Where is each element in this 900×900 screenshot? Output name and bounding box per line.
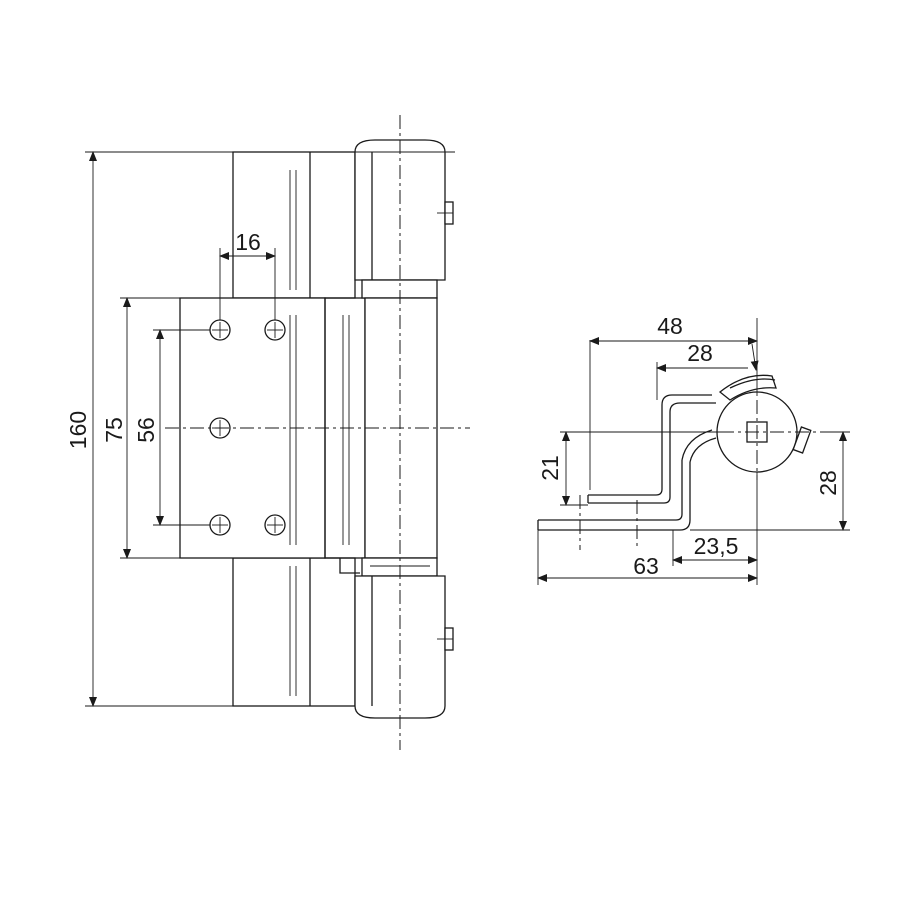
axis-offset-label: 23,5 bbox=[694, 533, 739, 559]
plate-height-label: 75 bbox=[101, 417, 127, 443]
inner-offset-label: 28 bbox=[687, 340, 713, 366]
hole-top-right bbox=[264, 319, 286, 341]
frame-leaf bbox=[538, 460, 683, 521]
hole-horizontal-label: 16 bbox=[235, 229, 261, 255]
upper-leaf bbox=[232, 151, 356, 299]
dim-axis-offset: 23,5 bbox=[672, 472, 758, 585]
front-view: 160 75 56 16 bbox=[65, 115, 470, 750]
axis-height-label: 28 bbox=[815, 470, 841, 496]
dim-leaf-height: 21 bbox=[537, 431, 720, 506]
hole-bottom-left bbox=[209, 514, 231, 536]
dim-overall-offset: 48 bbox=[589, 313, 758, 490]
dim-overall-width: 63 bbox=[537, 530, 758, 585]
set-screw-icon bbox=[792, 426, 812, 454]
total-height-label: 160 bbox=[65, 411, 91, 449]
hole-bottom-right bbox=[264, 514, 286, 536]
hinge-barrel bbox=[354, 139, 454, 719]
dim-inner-offset: 28 bbox=[656, 340, 759, 400]
dim-total-height: 160 bbox=[65, 151, 455, 707]
overall-width-label: 63 bbox=[633, 553, 659, 579]
dim-plate-height: 75 bbox=[101, 297, 180, 559]
hole-vertical-label: 56 bbox=[133, 417, 159, 443]
section-view: 48 28 21 28 23,5 63 bbox=[537, 313, 850, 585]
dim-hole-horizontal: 16 bbox=[219, 229, 276, 320]
door-leaf bbox=[588, 394, 712, 496]
dim-hole-vertical: 56 bbox=[133, 329, 210, 526]
hole-top-left bbox=[209, 319, 231, 341]
dim-axis-height: 28 bbox=[690, 431, 850, 531]
lower-leaf bbox=[232, 557, 356, 707]
leaf-height-label: 21 bbox=[537, 455, 563, 481]
overall-offset-label: 48 bbox=[657, 313, 683, 339]
